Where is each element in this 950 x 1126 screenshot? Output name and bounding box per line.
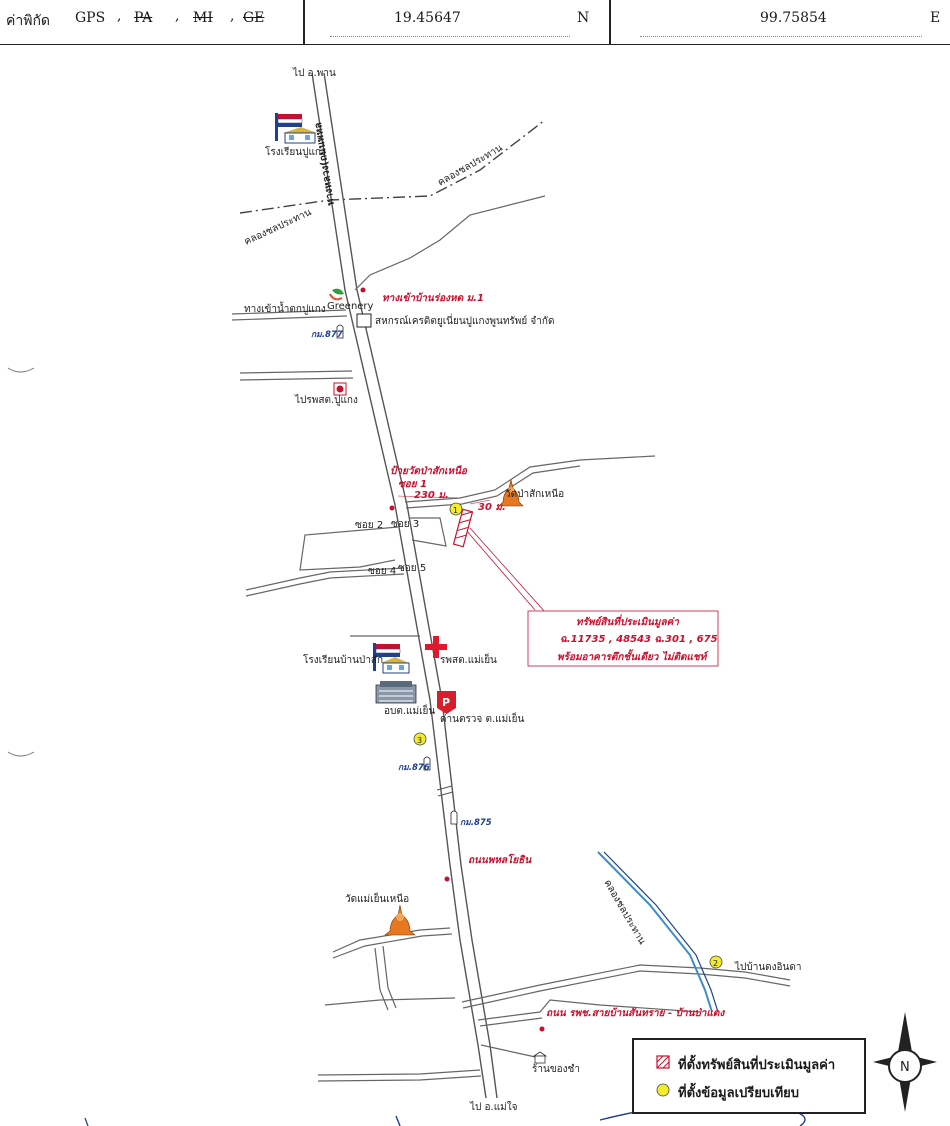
yellow-circle-icon [656, 1083, 670, 1097]
label-canal-top-left: คลองชลประทาน [243, 207, 314, 248]
comparison-marker-2 [709, 955, 723, 969]
label-ronghod-entrance: ทางเข้าบ้านร่องหด ม.1 [382, 292, 484, 304]
legend-subject-label: ที่ตั้งทรัพย์สินที่ประเมินมูลค่า [678, 1058, 836, 1073]
label-health-station: ไปรพสต.ปูแกง [294, 394, 358, 406]
label-wat-pasak-nuea: วัดป่าสักเหนือ [505, 488, 564, 500]
mi-label: MI [193, 10, 213, 26]
longitude-direction: E [930, 10, 941, 26]
label-hospital: รพสต.แม่เย็น [440, 652, 497, 666]
marker-2-number: 2 [713, 959, 718, 968]
main-highway [311, 72, 498, 1099]
subject-deeds: ฉ.11735 , 48543 ฉ.301 , 675 [560, 634, 718, 645]
legend-compare-label: ที่ตั้งข้อมูลเปรียบเทียบ [678, 1086, 800, 1101]
label-sao-office: อบต.แม่เย็น [384, 703, 435, 717]
comparison-markers [413, 502, 723, 969]
label-shop: ร้านของชำ [532, 1063, 580, 1075]
comparison-marker-3 [413, 732, 427, 746]
latitude-value: 19.45647 [394, 10, 461, 26]
label-greenery: Greenery [327, 301, 374, 312]
km-post-icon [336, 324, 344, 339]
label-to-phan: ไป อ.พาน [292, 67, 336, 79]
label-soi4: ซอย 4 [368, 566, 396, 577]
label-wat-maeyen-nuea: วัดแม่เย็นเหนือ [345, 891, 409, 905]
label-waterfall-road: ทางเข้าน้ำตกปูแกง [244, 301, 326, 315]
coop-icon [356, 313, 372, 328]
label-soi3: ซอย 3 [391, 519, 419, 530]
shop-icon [532, 1051, 548, 1064]
km-post-icon [423, 756, 431, 771]
longitude-value: 99.75854 [760, 10, 827, 26]
label-soi2: ซอย 2 [355, 520, 383, 531]
label-wat-sign: ป้ายวัดป่าสักเหนือ [390, 465, 468, 477]
label-30m: 30 ม. [478, 502, 506, 513]
hospital-icon [425, 636, 447, 658]
coordinate-header: ค่าพิกัด GPS , PA , MI , GE 19.45647 N 9… [0, 0, 950, 45]
label-canal-top-right: คลองชลประทาน [436, 143, 505, 189]
svg-text:P: P [442, 696, 450, 709]
map-legend: ที่ตั้งทรัพย์สินที่ประเมินมูลค่า ที่ตั้ง… [632, 1038, 866, 1114]
temple-icon [384, 904, 416, 936]
school-icon [275, 113, 317, 144]
label-km877: กม.877 [311, 330, 343, 340]
label-canal-right: คลองชลประทาน [601, 878, 647, 947]
label-phahonyothin: ถนนพหลโยธิน [468, 853, 532, 866]
temple-icon [498, 479, 524, 507]
greenery-icon [329, 288, 344, 301]
label-to-mae-chai: ไป อ.แม่ใจ [469, 1101, 518, 1113]
coord-label: ค่าพิกัด [6, 13, 51, 29]
ge-label: GE [243, 10, 265, 26]
label-soi1: ซอย 1 [398, 479, 427, 490]
school-icon [373, 643, 410, 674]
label-cooperative: สหกรณ์เครดิตยูเนี่ยนปูแกงพูนทรัพย์ จำกัด [375, 313, 554, 327]
label-police-checkpoint: ด่านตรวจ ต.แม่เย็น [440, 711, 524, 725]
label-school-pasak: โรงเรียนบ้านป่าสัก [303, 653, 383, 666]
subject-title: ทรัพย์สินที่ประเมินมูลค่า [576, 614, 680, 628]
label-red-road: ถนน รพช.สายบ้านสันทราย - บ้านป่าแดง [546, 1007, 725, 1019]
subject-building: พร้อมอาคารตึกชั้นเดียว ไม่ติดแชท์ [557, 649, 709, 663]
label-230m: 230 ม. [414, 490, 449, 501]
subject-parcel-marker [452, 508, 474, 548]
header-divider [303, 0, 305, 44]
pa-label: PA [134, 10, 153, 26]
health-station-icon [333, 382, 347, 396]
label-km876: กม.876 [398, 763, 430, 773]
label-km875: กม.875 [460, 818, 492, 828]
north-arrow-icon: N [873, 1012, 937, 1112]
label-to-dong-inda: ไปบ้านดงอินดา [734, 961, 802, 973]
comparison-marker-1 [449, 502, 463, 516]
office-building-icon [375, 681, 417, 704]
marker-3-number: 3 [417, 736, 422, 745]
police-checkpoint-icon [437, 691, 456, 714]
hatched-box-icon [656, 1055, 670, 1069]
canal-top [239, 119, 546, 214]
label-school-pukaeng: โรงเรียนปูแกง [265, 145, 326, 158]
marker-1-number: 1 [453, 506, 458, 515]
gps-label: GPS [75, 10, 106, 26]
north-label: N [900, 1060, 910, 1075]
km-post-icon [450, 810, 458, 825]
road-waterfall [231, 309, 347, 315]
latitude-direction: N [577, 10, 590, 26]
road-wat [404, 455, 656, 503]
subject-callout [527, 610, 719, 667]
label-soi5: ซอย 5 [398, 563, 426, 574]
header-divider [609, 0, 611, 44]
road-ronghod [354, 195, 546, 291]
canal-right [597, 851, 719, 1013]
